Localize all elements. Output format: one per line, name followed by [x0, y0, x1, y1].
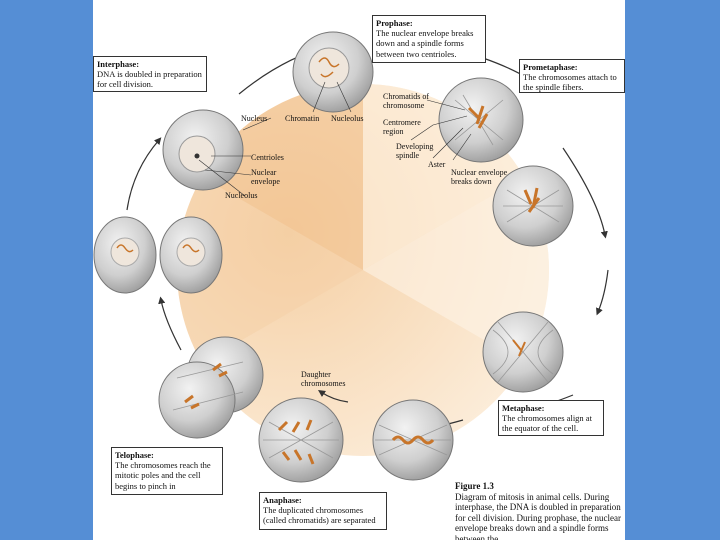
prophase-box: Prophase: The nuclear envelope breaks do…: [372, 15, 486, 63]
telophase-text: The chromosomes reach the mitotic poles …: [115, 460, 211, 491]
label-nucleus: Nucleus: [241, 114, 268, 123]
slide-page: Prophase: The nuclear envelope breaks do…: [93, 0, 625, 540]
prophase-cell: [292, 31, 374, 113]
leader-lines: [198, 81, 472, 197]
metaphase-cell: [482, 311, 564, 393]
anaphase-text: The duplicated chromosomes (called chrom…: [263, 505, 376, 526]
figure-caption: Figure 1.3 Diagram of mitosis in animal …: [455, 481, 625, 540]
prophase-title: Prophase:: [376, 18, 413, 28]
label-centromere: Centromere region: [383, 118, 421, 137]
label-nuclear-envelope-breaks: Nuclear envelope breaks down: [451, 168, 508, 187]
figure-caption-text: Diagram of mitosis in animal cells. Duri…: [455, 491, 621, 540]
metaphase-box: Metaphase: The chromosomes align at the …: [498, 400, 604, 436]
prometaphase-text: The chromosomes attach to the spindle fi…: [523, 72, 617, 93]
metaphase-text: The chromosomes align at the equator of …: [502, 413, 592, 434]
daughter-cells: [93, 216, 223, 294]
interphase-title: Interphase:: [97, 59, 140, 69]
label-developing-spindle: Developing spindle: [396, 142, 434, 161]
interphase-text: DNA is doubled in preparation for cell d…: [97, 69, 202, 90]
prometaphase-title: Prometaphase:: [523, 62, 578, 72]
label-nuclear-envelope: Nuclear envelope: [251, 168, 280, 187]
telophase-cells: [158, 336, 264, 439]
anaphase-title: Anaphase:: [263, 495, 302, 505]
label-nucleolus-top: Nucleolus: [331, 114, 364, 123]
label-nucleolus-left: Nucleolus: [225, 191, 258, 200]
prometaphase-cell: [438, 77, 524, 163]
prophase-text: The nuclear envelope breaks down and a s…: [376, 28, 474, 59]
label-centrioles: Centrioles: [251, 153, 284, 162]
mitosis-diagram: [93, 31, 609, 483]
label-chromatin: Chromatin: [285, 114, 320, 123]
daughter-chromosome-cell: [258, 397, 344, 483]
phase-wheel: [177, 84, 549, 456]
anaphase-box: Anaphase: The duplicated chromosomes (ca…: [259, 492, 387, 530]
telophase-box: Telophase: The chromosomes reach the mit…: [111, 447, 223, 495]
interphase-box: Interphase: DNA is doubled in preparatio…: [93, 56, 207, 92]
label-daughter-chromosomes: Daughter chromosomes: [301, 370, 346, 389]
anaphase-cell: [372, 399, 454, 481]
label-chromatids: Chromatids of chromosome: [383, 92, 429, 111]
prometaphase-box: Prometaphase: The chromosomes attach to …: [519, 59, 625, 93]
telophase-title: Telophase:: [115, 450, 154, 460]
interphase-cell: [162, 109, 244, 191]
label-aster: Aster: [428, 160, 446, 169]
figure-number: Figure 1.3: [455, 481, 494, 491]
metaphase-title: Metaphase:: [502, 403, 545, 413]
metaphase-cell-upper: [492, 165, 574, 247]
